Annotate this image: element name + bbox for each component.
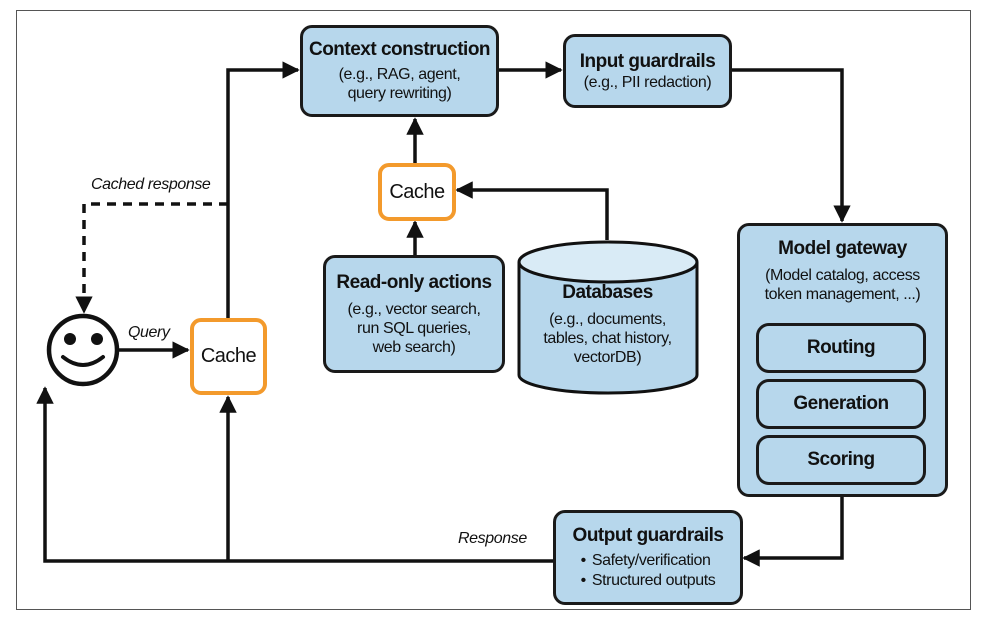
input-guardrails-title: Input guardrails <box>579 50 716 72</box>
output-guardrails-bullet: Safety/verification <box>581 551 716 571</box>
databases-node[interactable]: Databases (e.g., documents, tables, chat… <box>517 282 698 367</box>
read-only-actions-title: Read-only actions <box>336 271 492 293</box>
databases-subtitle-2: tables, chat history, <box>543 330 672 347</box>
output-guardrails-bullet: Structured outputs <box>581 571 716 591</box>
databases-subtitle-1: (e.g., documents, <box>549 311 666 328</box>
routing-box[interactable]: Routing <box>756 323 926 373</box>
edge-input-guardrails-to-gateway <box>732 68 851 223</box>
databases-subtitle-3: vectorDB) <box>573 349 642 366</box>
output-guardrails-title: Output guardrails <box>572 524 724 546</box>
edge-cache-to-context <box>226 61 300 318</box>
output-guardrails-box[interactable]: Output guardrails Safety/verification St… <box>553 510 743 605</box>
context-construction-subtitle-2: query rewriting) <box>347 85 452 102</box>
edge-gateway-to-output-guardrails <box>742 497 844 567</box>
input-guardrails-box[interactable]: Input guardrails (e.g., PII redaction) <box>563 34 732 108</box>
model-gateway-subtitle-1: (Model catalog, access <box>765 267 920 284</box>
input-guardrails-subtitle: (e.g., PII redaction) <box>583 73 712 91</box>
edge-cached-response <box>75 202 228 314</box>
model-gateway-title: Model gateway <box>778 238 907 259</box>
context-construction-subtitle-1: (e.g., RAG, agent, <box>338 66 461 83</box>
output-guardrails-bullets: Safety/verification Structured outputs <box>581 551 716 591</box>
edge-response-to-user <box>36 386 553 563</box>
read-only-actions-box[interactable]: Read-only actions (e.g., vector search, … <box>323 255 505 373</box>
context-construction-title: Context construction <box>308 39 491 60</box>
databases-cylinder-shape <box>517 240 699 395</box>
cache-query-box[interactable]: Cache <box>190 318 267 395</box>
cached-response-label: Cached response <box>91 176 211 193</box>
query-label: Query <box>128 324 170 341</box>
read-only-actions-subtitle-1: (e.g., vector search, <box>347 300 481 318</box>
read-only-actions-subtitle-3: web search) <box>372 338 456 356</box>
scoring-box[interactable]: Scoring <box>756 435 926 485</box>
response-label: Response <box>458 530 527 547</box>
cache-context-box[interactable]: Cache <box>378 163 456 221</box>
databases-title: Databases <box>562 282 653 303</box>
model-gateway-subtitle-2: token management, ...) <box>764 286 921 303</box>
read-only-actions-subtitle-2: run SQL queries, <box>357 319 471 337</box>
generation-box[interactable]: Generation <box>756 379 926 429</box>
user-smiley-icon <box>46 313 120 387</box>
edge-databases-to-cache <box>455 181 609 240</box>
context-construction-box[interactable]: Context construction (e.g., RAG, agent, … <box>300 25 499 117</box>
